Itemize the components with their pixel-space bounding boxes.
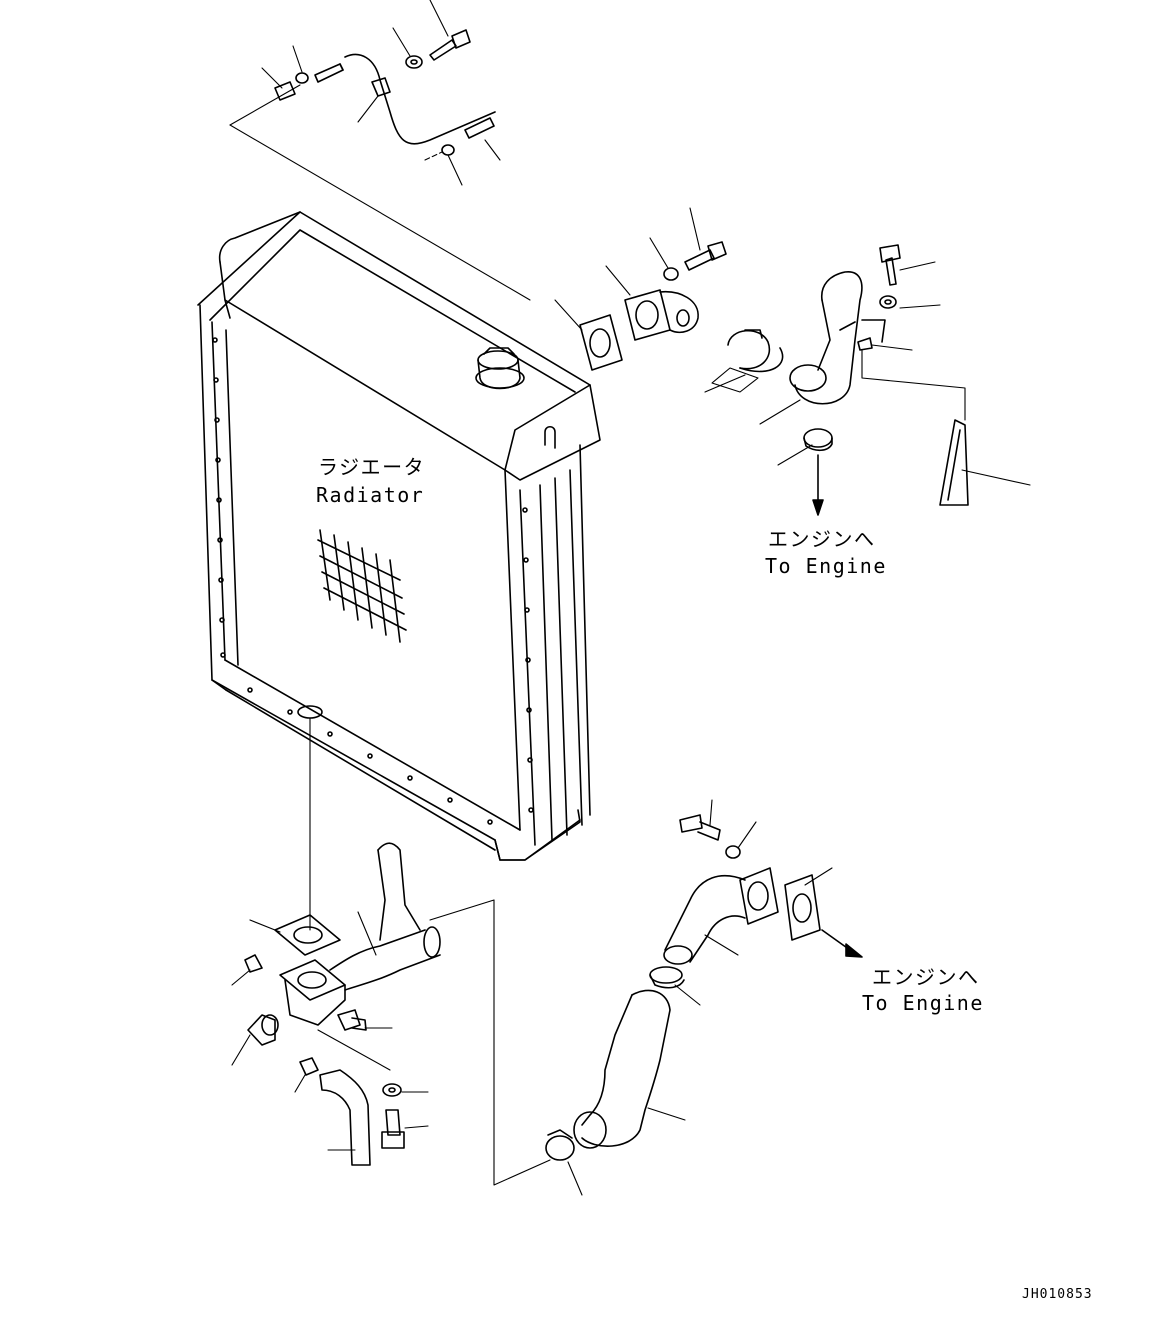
to-engine-label-2: エンジンへ To Engine (862, 965, 984, 1015)
drawing-code: JH010853 (1022, 1287, 1093, 1302)
radiator-label: ラジエータ Radiator (316, 455, 425, 507)
to-engine-label-2-en: To Engine (862, 991, 984, 1015)
to-engine-label-1-jp: エンジンへ (768, 527, 876, 551)
radiator-assembly (197, 211, 601, 861)
radiator-label-en: Radiator (316, 483, 424, 507)
lower-right-hose-group (545, 799, 863, 1196)
to-engine-label-1: エンジンへ To Engine (765, 527, 887, 578)
upper-hose-group (554, 207, 1031, 516)
radiator-cap (475, 347, 525, 390)
to-engine-label-1-en: To Engine (765, 554, 887, 578)
sensor-cable-group (229, 0, 531, 301)
to-engine-label-2-jp: エンジンへ (872, 965, 980, 989)
lower-hose-group (231, 717, 551, 1186)
radiator-label-jp: ラジエータ (318, 455, 425, 479)
